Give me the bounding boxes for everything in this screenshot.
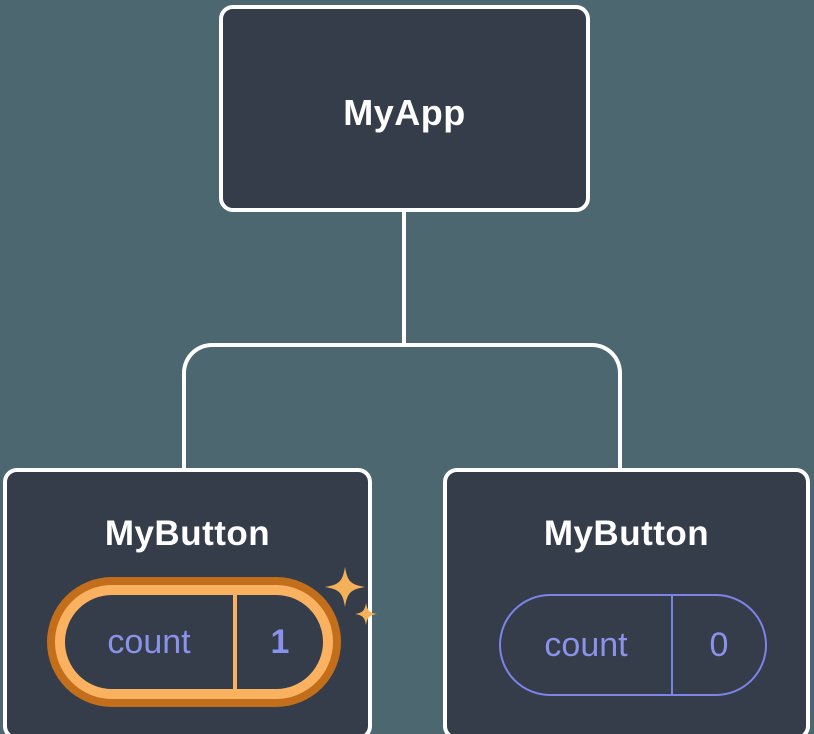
node-label: MyApp: [343, 92, 466, 133]
node-myapp: MyApp: [219, 5, 590, 212]
state-key: count: [107, 622, 191, 661]
state-value: 1: [270, 622, 290, 661]
connector-branch: [182, 343, 622, 468]
state-badge-divider: [233, 595, 237, 689]
node-mybutton-right: MyButton count 0: [443, 468, 810, 734]
state-key: count: [544, 625, 628, 664]
node-mybutton-left: MyButton count 1: [3, 468, 377, 734]
node-label: MyButton: [543, 514, 710, 553]
state-badge: count 0: [499, 594, 767, 696]
state-badge-divider: [671, 596, 673, 694]
node-label: MyButton: [104, 514, 271, 553]
connector-root-stem: [402, 210, 406, 347]
state-value: 0: [709, 625, 729, 664]
state-badge-highlighted: count 1: [55, 585, 333, 699]
sparkle-icon: [325, 567, 377, 625]
